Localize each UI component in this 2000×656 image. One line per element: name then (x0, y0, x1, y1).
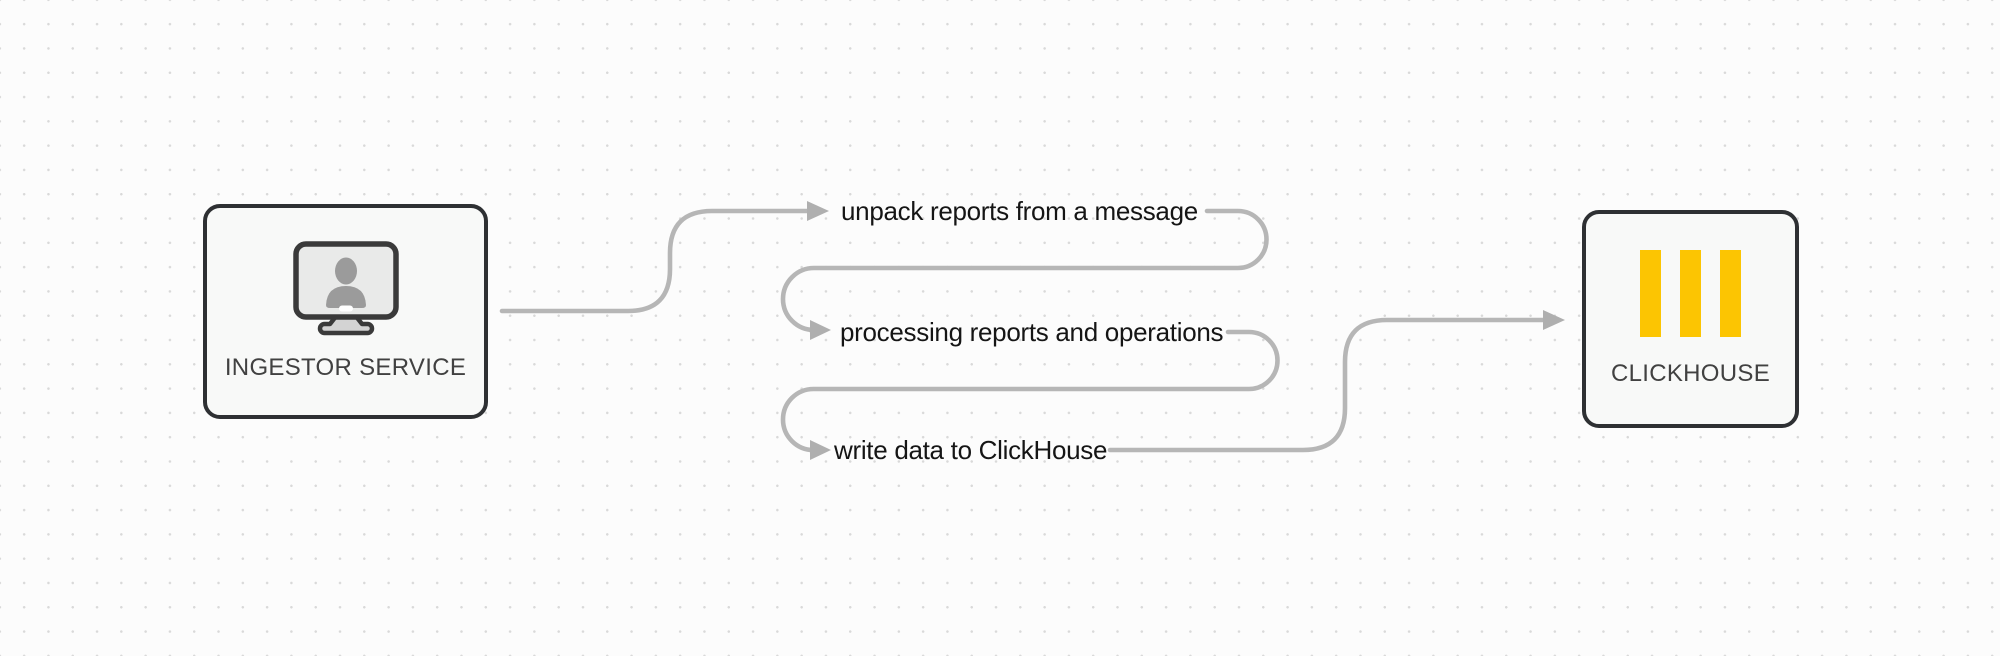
monitor-user-icon (292, 240, 399, 335)
ingestor-node-label: INGESTOR SERVICE (224, 353, 467, 381)
connector-step2-to-step3 (780, 329, 1280, 453)
arrowhead-clickhouse-icon (1543, 310, 1565, 330)
step-label-write: write data to ClickHouse (834, 435, 1108, 465)
connector-ingestor-to-step1 (499, 208, 810, 314)
step-label-unpack: unpack reports from a message (841, 196, 1198, 226)
arrowhead-step2-icon (810, 320, 831, 340)
clickhouse-bar (1640, 249, 1661, 337)
clickhouse-bar (1720, 249, 1741, 337)
monitor-chin-pill (338, 305, 353, 311)
step-label-processing: processing reports and operations (840, 317, 1224, 347)
user-silhouette-icon (325, 257, 366, 308)
clickhouse-node-label: CLICKHOUSE (1610, 359, 1771, 387)
arrowhead-step1-icon (807, 201, 829, 221)
node-ingestor-service[interactable]: INGESTOR SERVICE (203, 204, 488, 419)
monitor-stand (317, 312, 374, 335)
clickhouse-bar (1680, 249, 1701, 337)
arrowhead-step3-icon (810, 440, 831, 460)
connector-step1-to-step2 (780, 208, 1269, 333)
node-clickhouse[interactable]: CLICKHOUSE (1582, 210, 1799, 428)
clickhouse-logo-bars-icon (1640, 249, 1741, 337)
